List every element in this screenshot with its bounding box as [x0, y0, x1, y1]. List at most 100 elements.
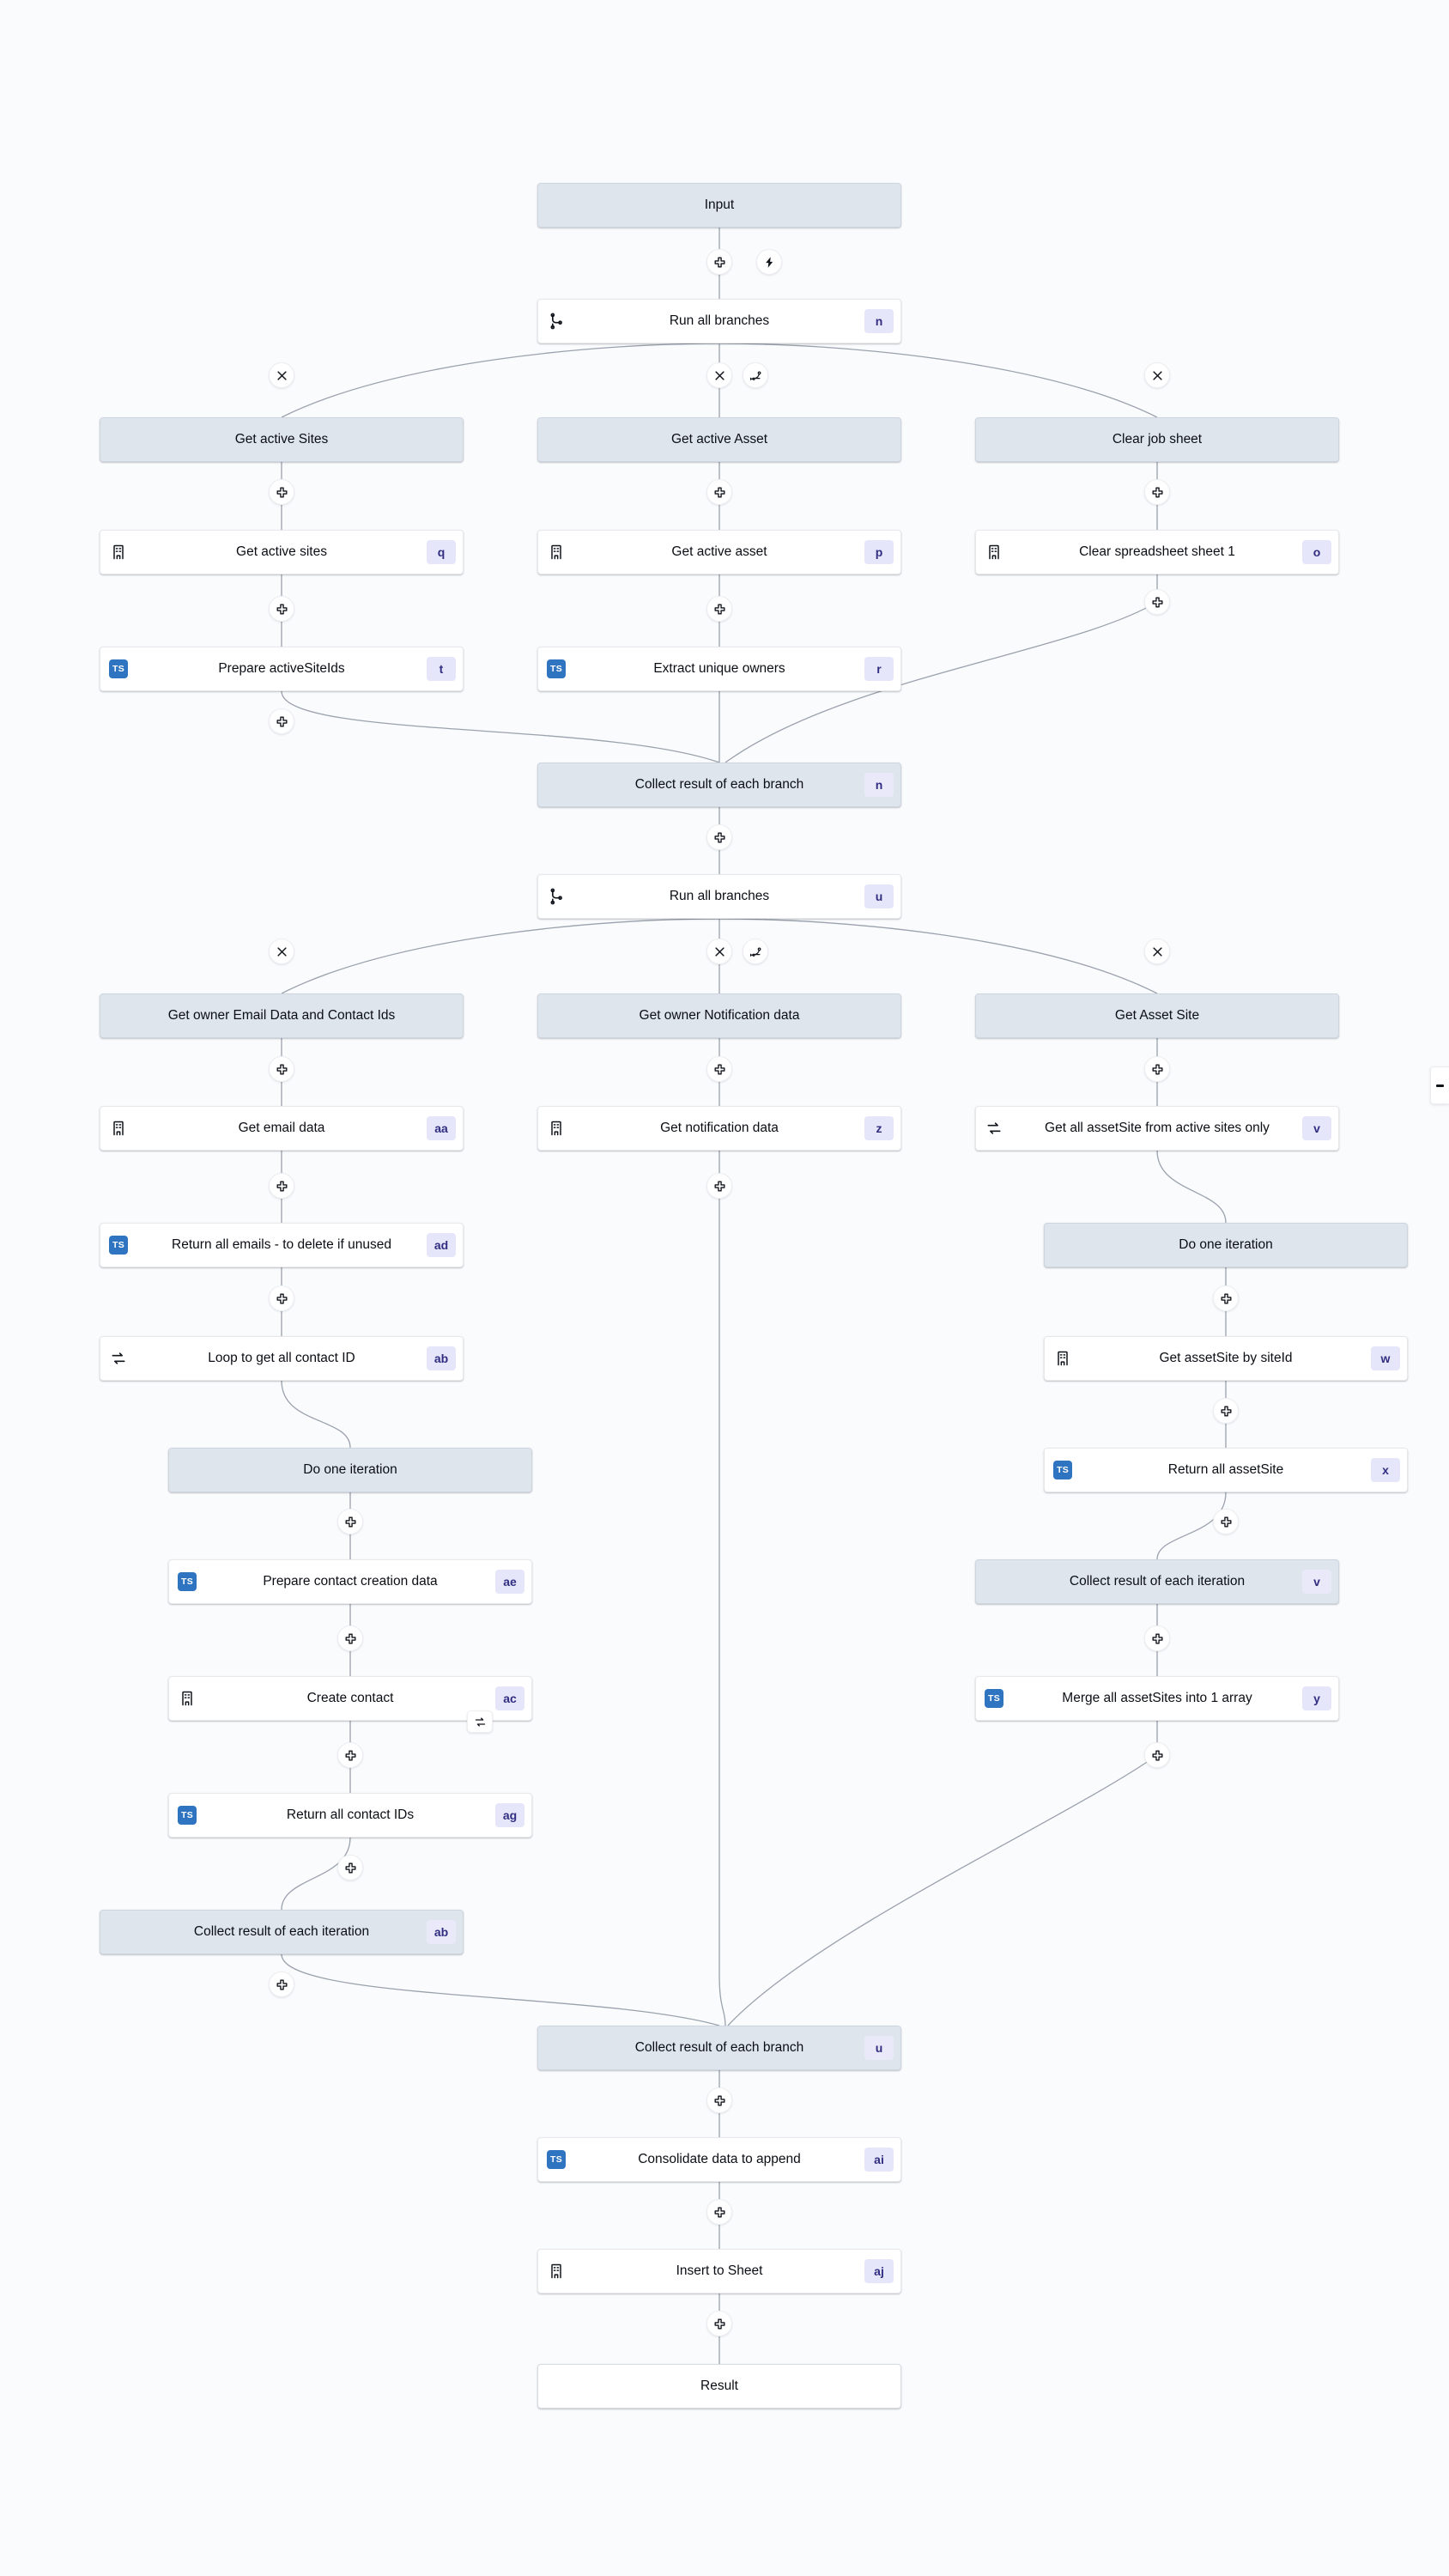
add-step-email[interactable] — [269, 1056, 294, 1082]
remove-branch-middle-1[interactable] — [706, 362, 732, 388]
add-step-after-input[interactable] — [706, 249, 732, 275]
add-step-after-collectv[interactable] — [1144, 1625, 1170, 1651]
node-badge[interactable]: t — [427, 657, 456, 681]
node-badge[interactable]: ae — [495, 1570, 524, 1594]
flow-node-g-email[interactable]: Get owner Email Data and Contact Ids — [100, 993, 464, 1038]
add-step-after-aa[interactable] — [269, 1173, 294, 1199]
remove-branch-middle-2[interactable] — [706, 939, 732, 964]
flow-node-g-asset[interactable]: Get active Asset — [537, 417, 901, 462]
add-step-after-x[interactable] — [1213, 1509, 1239, 1534]
node-badge[interactable]: ab — [427, 1920, 456, 1944]
add-step-after-ac[interactable] — [337, 1742, 363, 1768]
flow-node-do-iter-l[interactable]: Do one iteration — [168, 1448, 532, 1492]
add-step-after-ag[interactable] — [337, 1855, 363, 1880]
add-step-after-aj[interactable] — [706, 2311, 732, 2336]
node-badge[interactable]: n — [864, 309, 894, 333]
node-badge[interactable]: aj — [864, 2259, 894, 2283]
node-badge[interactable]: p — [864, 540, 894, 564]
add-step-after-y[interactable] — [1144, 1742, 1170, 1768]
flow-node-g-assetsite[interactable]: Get Asset Site — [975, 993, 1339, 1038]
add-step-after-w[interactable] — [1213, 1398, 1239, 1424]
node-badge[interactable]: w — [1371, 1346, 1400, 1370]
add-step-asset[interactable] — [706, 479, 732, 505]
building-icon — [182, 1691, 192, 1706]
close-icon — [276, 370, 287, 380]
node-badge[interactable]: ac — [495, 1686, 524, 1710]
add-step-after-p[interactable] — [706, 596, 732, 622]
flow-node-g-clear[interactable]: Clear job sheet — [975, 417, 1339, 462]
remove-branch-left-2[interactable] — [269, 939, 294, 964]
node-badge[interactable]: ad — [427, 1233, 456, 1257]
node-badge[interactable]: y — [1302, 1686, 1331, 1710]
collapse-panel-tab[interactable] — [1430, 1066, 1449, 1104]
trigger-bolt[interactable] — [756, 249, 782, 275]
remove-branch-right-1[interactable] — [1144, 362, 1170, 388]
add-branch-2[interactable] — [743, 939, 768, 964]
flow-node-g-sites[interactable]: Get active Sites — [100, 417, 464, 462]
add-step-sites[interactable] — [269, 479, 294, 505]
node-badge[interactable]: u — [864, 2036, 894, 2060]
node-badge[interactable]: z — [864, 1116, 894, 1140]
add-step-after-o[interactable] — [1144, 589, 1170, 615]
node-badge[interactable]: v — [1302, 1116, 1331, 1140]
add-step-after-collectab[interactable] — [269, 1971, 294, 1997]
node-badge[interactable]: ab — [427, 1346, 456, 1370]
flow-node-do-iter-r[interactable]: Do one iteration — [1044, 1223, 1408, 1267]
flow-node-input[interactable]: Input — [537, 183, 901, 228]
add-step-after-collect2[interactable] — [706, 2087, 732, 2113]
flow-node-g-notif[interactable]: Get owner Notification data — [537, 993, 901, 1038]
node-badge[interactable]: n — [864, 773, 894, 797]
add-step-after-doiter-l[interactable] — [337, 1509, 363, 1534]
node-badge[interactable]: ai — [864, 2148, 894, 2172]
add-step-notif[interactable] — [706, 1056, 732, 1082]
add-step-assetsite[interactable] — [1144, 1056, 1170, 1082]
node-badge[interactable]: v — [1302, 1570, 1331, 1594]
add-step-after-ai[interactable] — [706, 2199, 732, 2225]
node-badge[interactable]: q — [427, 540, 456, 564]
add-step-after-q[interactable] — [269, 596, 294, 622]
node-badge[interactable]: u — [864, 884, 894, 908]
add-step-clear[interactable] — [1144, 479, 1170, 505]
add-step-after-ad[interactable] — [269, 1285, 294, 1311]
node-badge[interactable]: ag — [495, 1803, 524, 1827]
add-step-after-z[interactable] — [706, 1173, 732, 1199]
add-step-after-t[interactable] — [269, 708, 294, 734]
node-badge[interactable]: o — [1302, 540, 1331, 564]
add-branch-1[interactable] — [743, 362, 768, 388]
add-step-after-ae[interactable] — [337, 1625, 363, 1651]
node-retry-badge[interactable] — [467, 1710, 493, 1733]
flow-node-v[interactable]: Get all assetSite from active sites only… — [975, 1106, 1339, 1151]
node-badge[interactable]: r — [864, 657, 894, 681]
remove-branch-left-1[interactable] — [269, 362, 294, 388]
remove-branch-right-2[interactable] — [1144, 939, 1170, 964]
flow-node-result[interactable]: Result — [537, 2364, 901, 2409]
add-step-after-v[interactable] — [1213, 1285, 1239, 1311]
node-badge[interactable]: x — [1371, 1458, 1400, 1482]
add-step-after-collect1[interactable] — [706, 824, 732, 850]
node-badge[interactable]: aa — [427, 1116, 456, 1140]
